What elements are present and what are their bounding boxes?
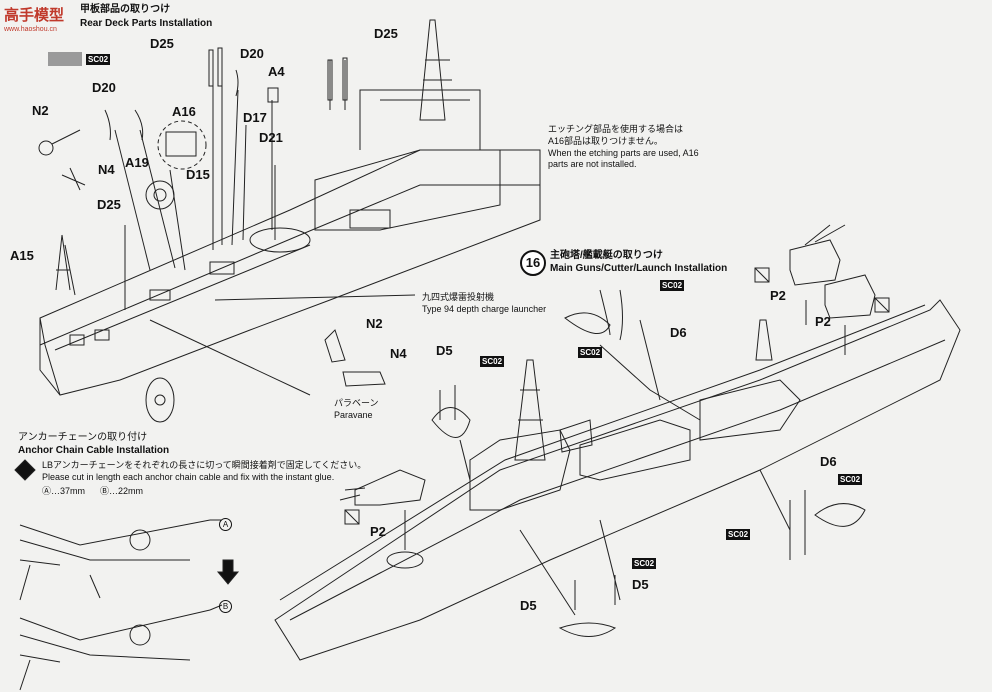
cutter-left	[431, 407, 471, 438]
sc02-badge: SC02	[632, 558, 657, 569]
sc02-badge: SC02	[838, 474, 863, 485]
turret-aft	[354, 469, 426, 506]
anchor-length-b: Ⓑ…22mm	[100, 486, 144, 496]
anchor-callout-a: A	[219, 518, 232, 531]
cutter-right	[814, 503, 866, 527]
step16-title-jp: 主砲塔/艦載艇の取りつけ	[550, 250, 663, 261]
label-n2: N2	[32, 103, 49, 118]
sc02-badge: SC02	[726, 529, 751, 540]
rear-deck-title-en: Rear Deck Parts Installation	[80, 18, 213, 29]
label-d20: D20	[240, 46, 264, 61]
label-a16: A16	[172, 104, 196, 119]
cutter-low	[558, 622, 617, 637]
anchor-length-a: Ⓐ…37mm	[42, 486, 86, 496]
glue-diamond-icon	[14, 459, 36, 481]
anchor-inset-b	[19, 609, 211, 663]
anchor-note-en: Please cut in length each anchor chain c…	[42, 472, 335, 482]
sc02-badge: SC02	[86, 54, 111, 65]
step-number-16: 16	[520, 250, 546, 276]
watermark-logo: 高手模型	[4, 7, 65, 24]
label-d15: D15	[186, 167, 210, 182]
etching-note-en1: When the etching parts are used, A16	[548, 148, 699, 158]
sc02-badge: SC02	[480, 356, 505, 367]
label-p2: P2	[770, 288, 786, 303]
label-d17: D17	[243, 110, 267, 125]
anchor-callout-b: B	[219, 600, 232, 613]
label-a4: A4	[268, 64, 285, 79]
main-hull-outline	[274, 299, 961, 661]
label-p2: P2	[370, 524, 386, 539]
turret-fwd-2	[824, 274, 876, 319]
step16-title-en: Main Guns/Cutter/Launch Installation	[550, 263, 728, 274]
rear-propeller	[145, 377, 175, 423]
label-d6: D6	[670, 325, 687, 340]
paravane-en: Paravane	[334, 410, 373, 420]
label-d21: D21	[259, 130, 283, 145]
label-n4: N4	[390, 346, 407, 361]
label-d20: D20	[92, 80, 116, 95]
cutter-top	[564, 312, 611, 334]
rear-mast	[419, 19, 446, 121]
main-mast	[514, 359, 546, 461]
no-glue-icon-3	[344, 509, 360, 525]
rear-deckhouse	[314, 149, 501, 231]
down-arrow-icon	[216, 559, 240, 585]
label-p2: P2	[815, 314, 831, 329]
label-d5: D5	[436, 343, 453, 358]
sc02-badge: SC02	[660, 280, 685, 291]
paravane-n4	[342, 371, 386, 387]
watermark-url: www.haoshou.cn	[4, 26, 57, 33]
etching-note-jp1: エッチング部品を使用する場合は	[548, 124, 684, 134]
a16-callout-circle	[157, 120, 207, 170]
label-d6: D6	[820, 454, 837, 469]
label-d5: D5	[520, 598, 537, 613]
no-glue-icon-1	[754, 267, 770, 283]
anchor-note-jp: LBアンカーチェーンをそれぞれの長さに切って瞬間接着剤で固定してください。	[42, 460, 367, 470]
label-d25: D25	[150, 36, 174, 51]
turret-fwd-1	[789, 239, 841, 286]
paravane-jp: パラベーン	[334, 398, 379, 408]
etching-note-jp2: A16部品は取りつけません。	[548, 136, 663, 146]
label-d25: D25	[97, 197, 121, 212]
etching-note-en2: parts are not installed.	[548, 159, 637, 169]
label-d5: D5	[632, 577, 649, 592]
rear-hull-outline	[39, 149, 541, 396]
sc02-badge: SC02	[578, 347, 603, 358]
sc02-swatch	[48, 52, 82, 66]
no-glue-icon-2	[874, 297, 890, 313]
anchor-inset-a	[19, 519, 211, 566]
label-a15: A15	[10, 248, 34, 263]
label-n2: N2	[366, 316, 383, 331]
label-d25: D25	[374, 26, 398, 41]
rear-deck-title-jp: 甲板部品の取りつけ	[80, 4, 171, 15]
depth-charge-jp: 九四式爆雷投射機	[422, 292, 495, 302]
main-bridge	[469, 429, 571, 511]
label-n4: N4	[98, 162, 115, 177]
paravane-n2	[324, 329, 346, 363]
anchor-title-en: Anchor Chain Cable Installation	[18, 445, 170, 456]
depth-charge-en: Type 94 depth charge launcher	[422, 304, 547, 314]
label-a19: A19	[125, 155, 149, 170]
anchor-title-jp: アンカーチェーンの取り付け	[18, 432, 148, 443]
